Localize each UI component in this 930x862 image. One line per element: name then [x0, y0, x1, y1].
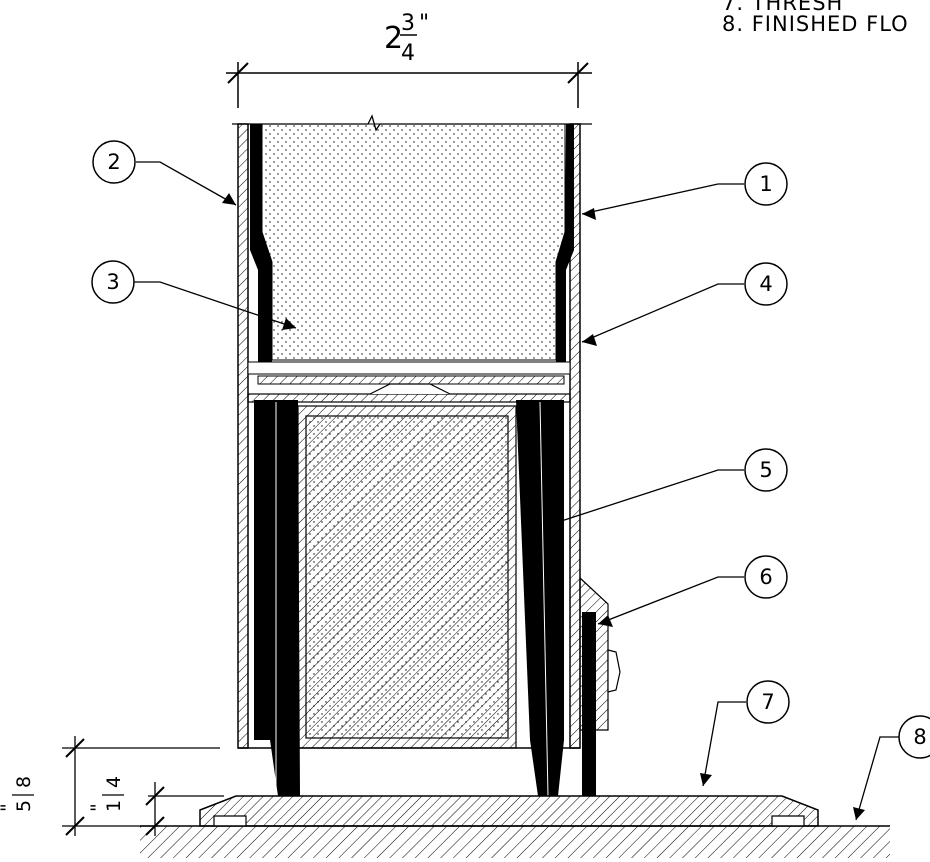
callout-6-label: 6: [759, 565, 772, 589]
side-seal-bracket: [579, 576, 621, 796]
callout-8-label: 8: [913, 725, 926, 749]
threshold-feet: [213, 815, 805, 826]
width-dimension-numerator: 3: [401, 11, 415, 36]
width-dimension: [226, 62, 592, 108]
width-dimension-denominator: 4: [401, 41, 415, 66]
callout-3-label: 3: [106, 270, 119, 294]
callout-4: 4: [744, 262, 788, 306]
callout-3: 3: [91, 260, 135, 304]
callout-2-label: 2: [107, 150, 120, 174]
callout-1: 1: [744, 162, 788, 206]
height-b-denominator: 4: [103, 776, 125, 788]
height-a-denominator: 8: [13, 776, 35, 788]
sweep-cassette: [254, 400, 564, 797]
callout-8: 8: [898, 715, 930, 759]
threshold: [199, 795, 819, 827]
callout-1-label: 1: [759, 172, 772, 196]
height-a-unit: ": [0, 803, 19, 812]
upper-core: [247, 123, 574, 395]
note-line-8: 8. FINISHED FLO: [722, 12, 909, 36]
note-line-7: 7. THRESH: [722, 0, 843, 15]
height-b-unit: ": [87, 803, 109, 812]
leader-arrowheads: [222, 193, 865, 820]
callout-6: 6: [744, 555, 788, 599]
callout-5: 5: [744, 448, 788, 492]
height-dimension-a: 5 8 ": [0, 776, 35, 812]
height-a-numerator: 5: [13, 800, 35, 812]
height-dimension-b: 1 4 ": [87, 776, 125, 812]
leader-lines: [134, 161, 900, 821]
callout-7-label: 7: [761, 690, 774, 714]
width-dimension-unit: ": [419, 11, 429, 36]
callout-7: 7: [746, 680, 790, 724]
callout-4-label: 4: [759, 272, 772, 296]
callout-5-label: 5: [759, 458, 772, 482]
callout-2: 2: [92, 140, 136, 184]
height-b-numerator: 1: [103, 800, 125, 812]
height-dimensions: [62, 736, 224, 836]
width-dimension-whole: 2: [384, 21, 403, 56]
finished-floor: [140, 826, 890, 858]
